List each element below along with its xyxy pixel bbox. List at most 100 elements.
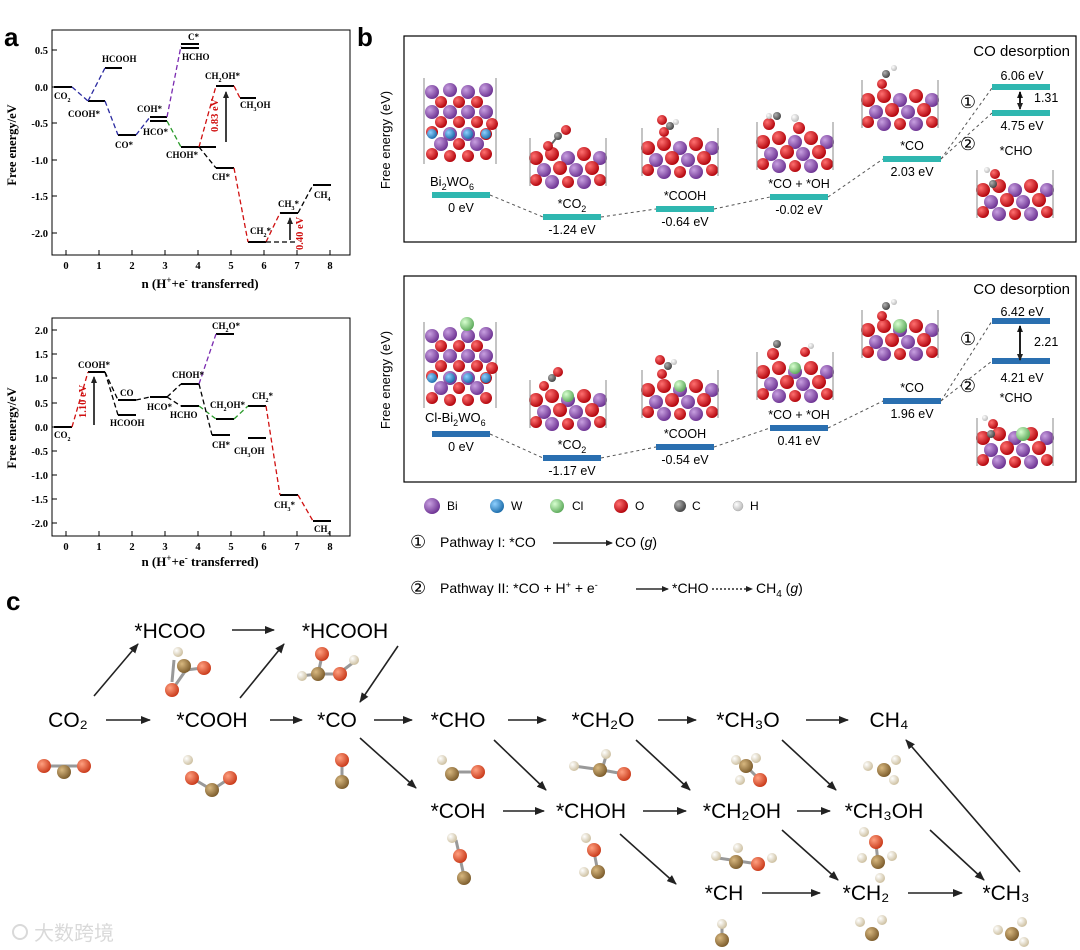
a-top-hco: HCO* xyxy=(143,127,169,137)
legend-cl: Cl xyxy=(572,499,583,513)
a-top-coh: COH* xyxy=(137,104,163,114)
b-bottom-structure-0 xyxy=(420,317,500,408)
energy-value: -1.24 eV xyxy=(548,223,596,237)
step-label: *COOH xyxy=(664,427,706,441)
b-bottom-catalyst: Cl-Bi2WO6 xyxy=(425,410,486,428)
energy-level xyxy=(883,398,941,404)
ytick: -2.0 xyxy=(31,519,48,530)
energy-level xyxy=(770,194,828,200)
node-coh: *COH xyxy=(431,800,486,823)
xtick: 4 xyxy=(195,261,201,272)
mol-ch3oh xyxy=(857,827,897,883)
b-bottom-circle-1: ① xyxy=(960,329,976,349)
energy-value: -0.64 eV xyxy=(661,215,709,229)
panel-b-top: Free energy (eV) CO desorption 0 eV-1.24… xyxy=(378,35,1077,243)
b-bottom-structure-4 xyxy=(860,299,940,362)
xtick: 4 xyxy=(195,542,201,553)
node-co2: CO₂ xyxy=(48,709,88,732)
mol-ch3o xyxy=(731,753,767,787)
ytick: -0.5 xyxy=(31,119,48,130)
legend-c: C xyxy=(692,499,701,513)
mol-ch2 xyxy=(855,915,887,941)
panel-b-bottom: Free energy (eV) CO desorption xyxy=(378,275,1077,483)
b-bottom-circle-2: ② xyxy=(960,376,976,396)
a-bot-hcooh: HCOOH xyxy=(110,418,145,428)
energy-level xyxy=(656,444,714,450)
xtick: 1 xyxy=(96,542,101,553)
xtick: 8 xyxy=(327,542,332,553)
pathway-2-product: CH4 (g) xyxy=(756,580,803,600)
step-label: *CO2 xyxy=(558,438,587,455)
ytick: 2.0 xyxy=(35,326,48,337)
a-bottom-e1: 1.10 eV xyxy=(78,384,89,418)
energy-value: 0.41 eV xyxy=(777,434,821,448)
panel-label-b: b xyxy=(357,22,373,52)
node-co: *CO xyxy=(317,709,357,732)
xtick: 7 xyxy=(294,542,299,553)
xtick: 8 xyxy=(327,261,332,272)
pathway-1-num: ① xyxy=(410,532,426,552)
step-label: *CO + *OH xyxy=(768,177,829,191)
energy-value: 0 eV xyxy=(448,201,474,215)
b-top-structure-cho xyxy=(975,167,1055,222)
node-ch2o: *CH₂O xyxy=(572,709,635,732)
energy-level xyxy=(432,431,490,437)
b-top-structure-1 xyxy=(528,125,608,190)
watermark-text: 大数跨境 xyxy=(34,921,114,945)
xtick: 0 xyxy=(63,542,68,553)
mol-ch2oh xyxy=(711,843,777,871)
xtick: 3 xyxy=(162,261,167,272)
legend-o: O xyxy=(635,499,644,513)
energy-value: 2.03 eV xyxy=(890,165,934,179)
b-top-catalyst: Bi2WO6 xyxy=(430,174,474,192)
a-top-e1: 0.83 eV xyxy=(210,98,221,132)
mol-hcooh xyxy=(297,647,359,681)
energy-level xyxy=(770,425,828,431)
xtick: 6 xyxy=(261,261,266,272)
mol-cooh xyxy=(183,755,237,797)
b-bottom-cho: *CHO xyxy=(1000,391,1033,405)
mol-choh xyxy=(579,833,605,879)
watermark-logo-icon xyxy=(12,924,28,940)
ytick: -0.5 xyxy=(31,447,48,458)
step-label: *COOH xyxy=(664,189,706,203)
a-bot-ch2oh: CH2OH* xyxy=(210,400,246,413)
mol-ch2o xyxy=(569,749,631,781)
b-top-upper: 6.06 eV xyxy=(1000,69,1044,83)
xtick: 1 xyxy=(96,261,101,272)
ytick: -1.0 xyxy=(31,471,48,482)
panel-label-c: c xyxy=(6,586,20,616)
a-top-c: C* xyxy=(188,32,199,42)
xtick: 3 xyxy=(162,542,167,553)
b-bottom-structure-2 xyxy=(640,355,720,422)
step-label: *CO xyxy=(900,139,924,153)
panel-c-network: *HCOO *HCOOH CO₂ *COOH *CO *CHO *CH₂O *C… xyxy=(48,620,1029,905)
energy-level xyxy=(883,156,941,162)
network-arrows xyxy=(93,626,1021,897)
node-cooh: *COOH xyxy=(176,709,247,732)
mol-co2 xyxy=(37,759,91,779)
pathway-2-num: ② xyxy=(410,578,426,598)
a-top-ch4: CH4 xyxy=(314,190,331,203)
energy-level xyxy=(432,192,490,198)
a-top-hcho: HCHO xyxy=(182,52,210,62)
a-top-ch2oh: CH2OH* xyxy=(205,71,241,84)
b-top-circle-2: ② xyxy=(960,134,976,154)
legend-h: H xyxy=(750,499,759,513)
pathway-1-product: CO (g) xyxy=(615,534,657,550)
xtick: 5 xyxy=(228,261,233,272)
energy-value: -0.02 eV xyxy=(775,203,823,217)
energy-level xyxy=(543,455,601,461)
xtick: 6 xyxy=(261,542,266,553)
ytick: 1.0 xyxy=(35,374,48,385)
legend-w: W xyxy=(511,499,523,513)
xtick: 0 xyxy=(63,261,68,272)
a-bot-ch3oh: CH3OH xyxy=(234,446,265,459)
a-top-ch: CH* xyxy=(212,172,231,182)
a-top-xlabel: n (H++e- transferred) xyxy=(141,275,258,291)
a-top-hcooh: HCOOH xyxy=(102,54,137,64)
b-top-lower: 4.75 eV xyxy=(1000,119,1044,133)
